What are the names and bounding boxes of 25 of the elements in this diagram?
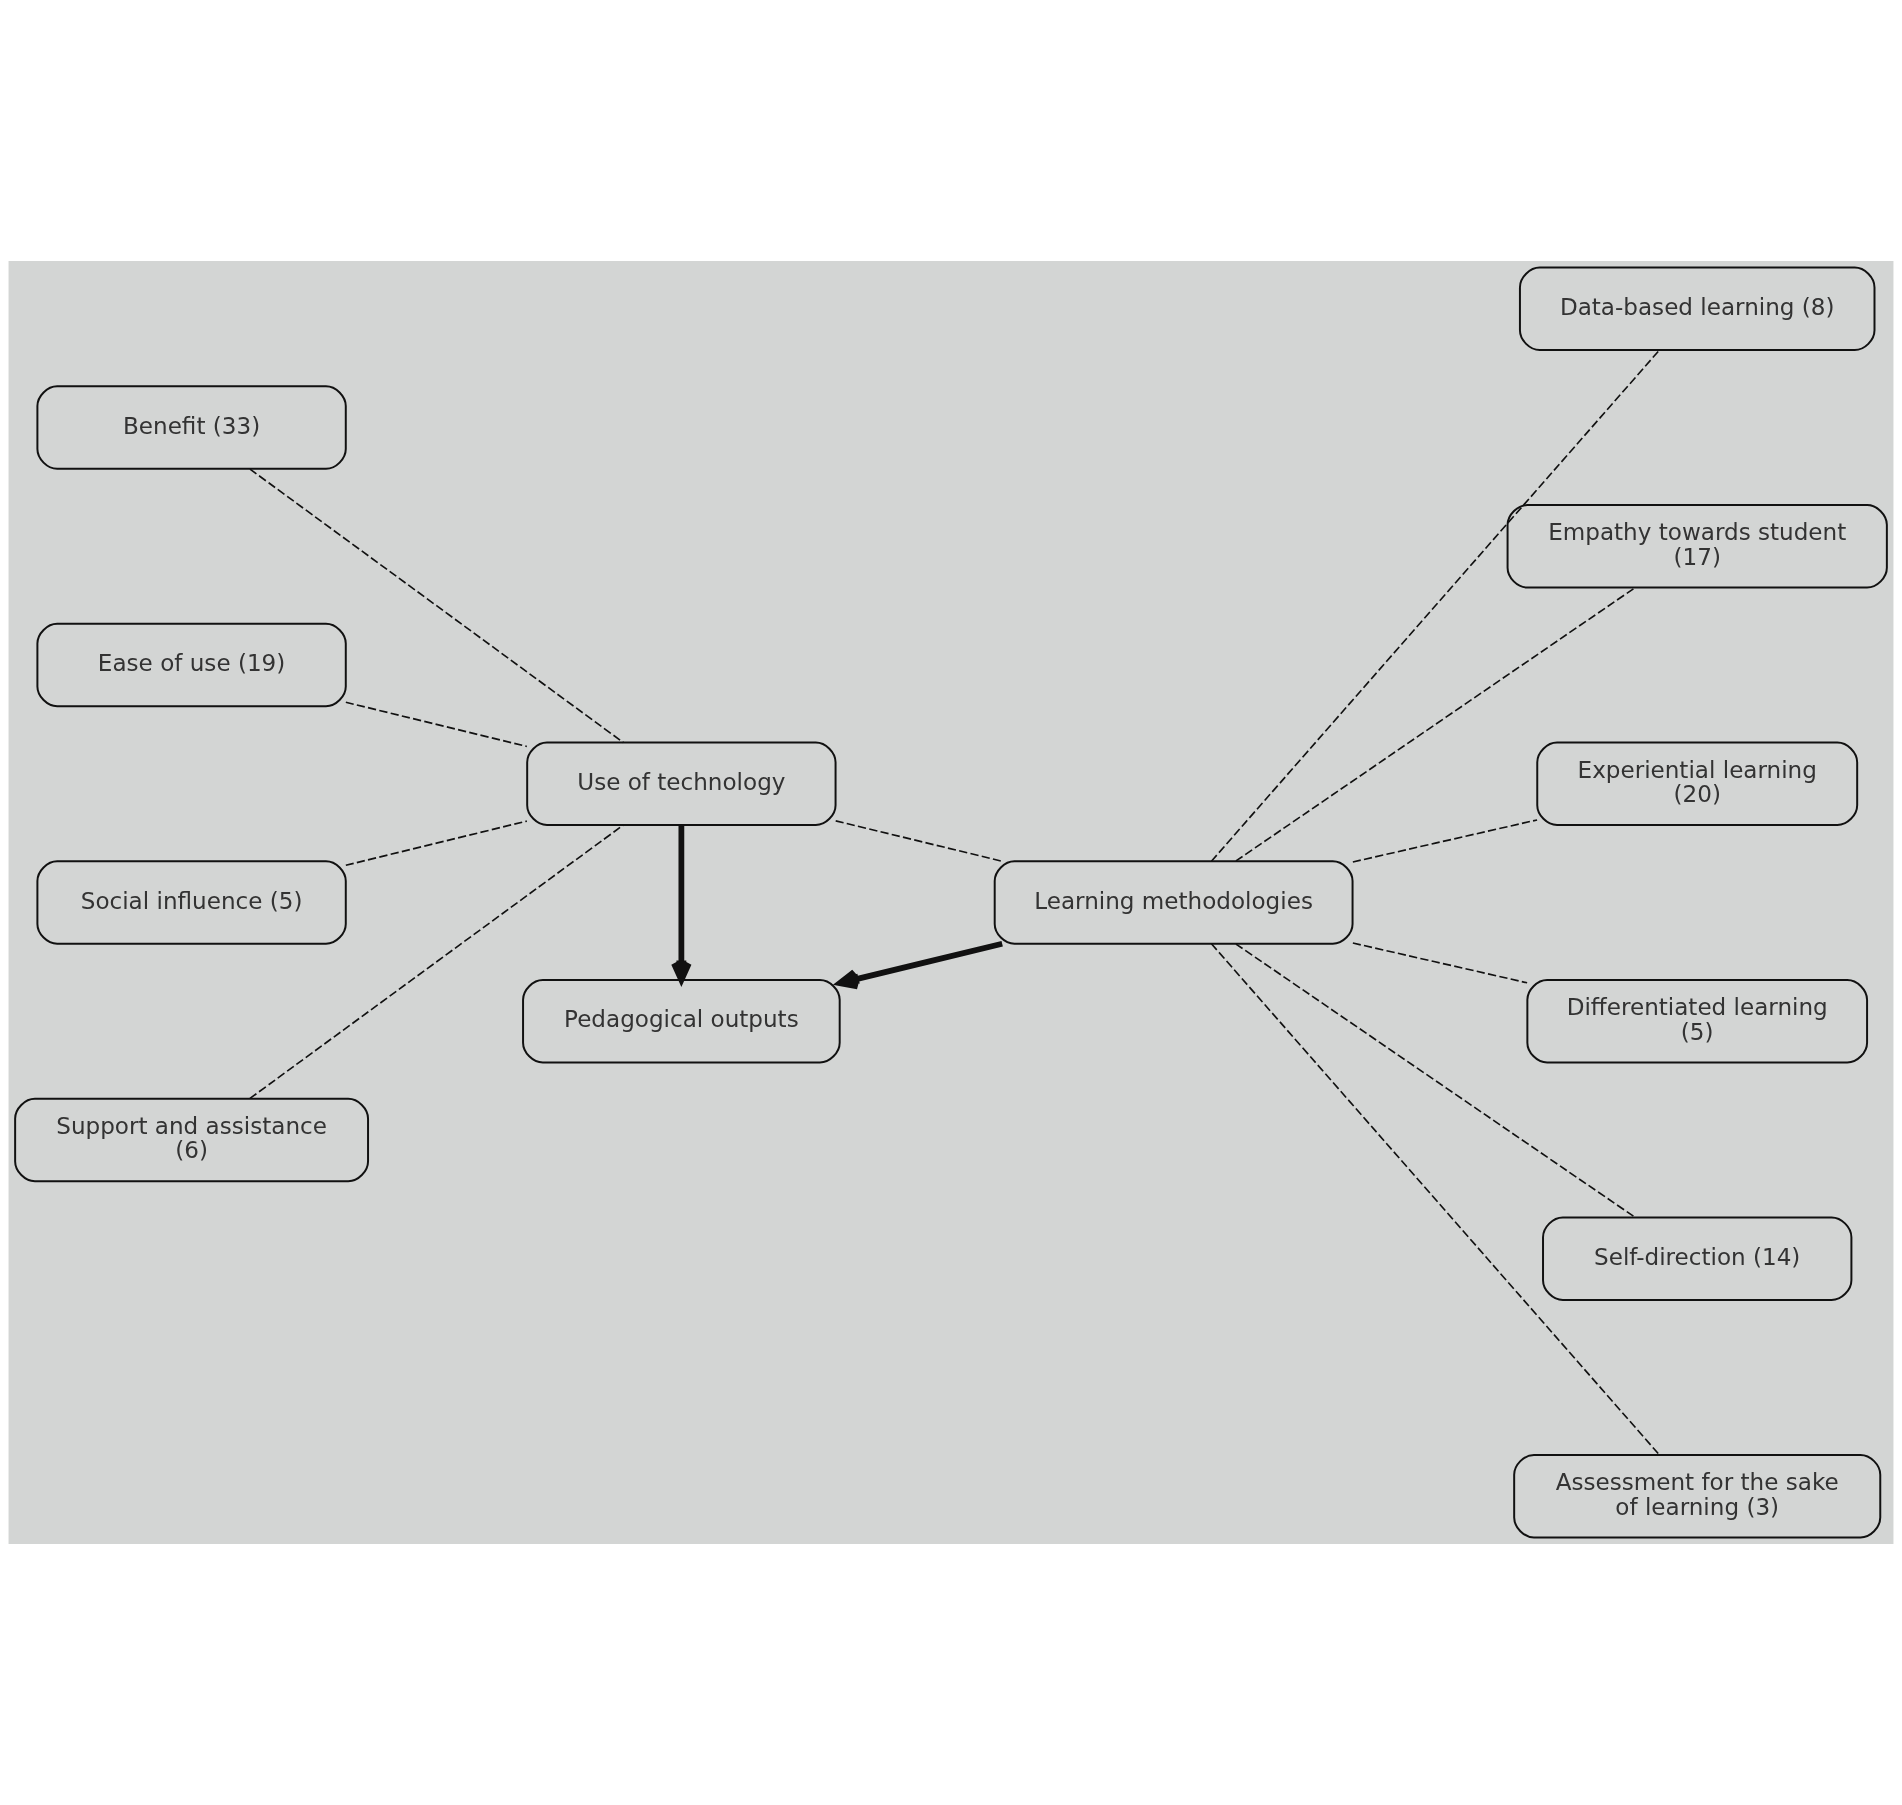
node-box: Experiential learning (20) xyxy=(1536,741,1859,826)
connector xyxy=(1352,819,1538,863)
node-box: Social influence (5) xyxy=(36,860,347,945)
node-box: Learning methodologies xyxy=(993,860,1354,945)
arrow xyxy=(836,940,1003,990)
connector xyxy=(249,468,625,744)
connector xyxy=(345,701,528,748)
node-box: Benefit (33) xyxy=(36,385,347,470)
connector xyxy=(1352,942,1528,984)
node-box: Pedagogical outputs xyxy=(522,979,841,1064)
node-box: Assessment for the sake of learning (3) xyxy=(1513,1453,1882,1539)
connector xyxy=(1235,586,1637,862)
connector xyxy=(345,820,528,867)
node-box: Data-based learning (8) xyxy=(1518,266,1876,352)
connector xyxy=(249,824,625,1100)
connector xyxy=(1210,942,1660,1456)
node-box: Use of technology xyxy=(526,741,837,826)
node-box: Self-direction (14) xyxy=(1542,1216,1853,1301)
node-box: Ease of use (19) xyxy=(36,622,347,708)
connector xyxy=(834,820,1003,863)
node-box: Empathy towards student (17) xyxy=(1506,504,1888,589)
connector xyxy=(1210,349,1660,863)
connector xyxy=(1235,943,1637,1219)
node-box: Differentiated learning (5) xyxy=(1526,979,1869,1064)
node-box: Support and assistance (6) xyxy=(14,1097,370,1183)
